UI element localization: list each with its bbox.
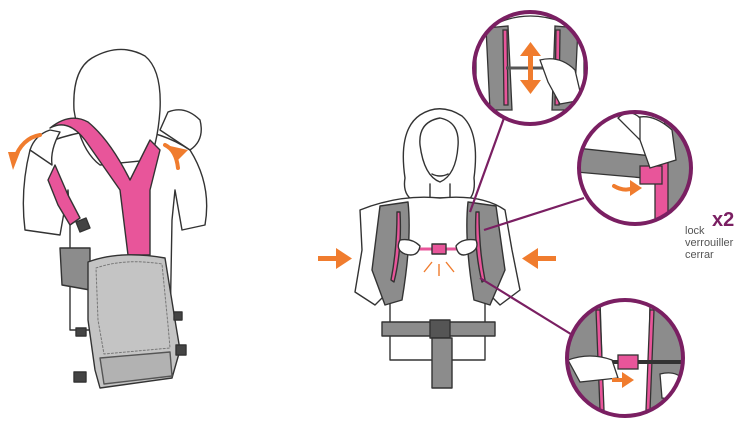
front-view-figure — [355, 109, 520, 388]
back-view-figure — [23, 49, 206, 388]
lock-label-es: cerrar — [685, 249, 714, 261]
lock-label-en: lock — [685, 225, 705, 237]
detail-circle-buckle — [567, 300, 692, 420]
detail-circle-lock — [576, 112, 691, 240]
lock-label-fr: verrouiller — [685, 237, 733, 249]
repeat-count: x2 — [712, 210, 734, 230]
detail-circle-adjust — [474, 0, 586, 140]
